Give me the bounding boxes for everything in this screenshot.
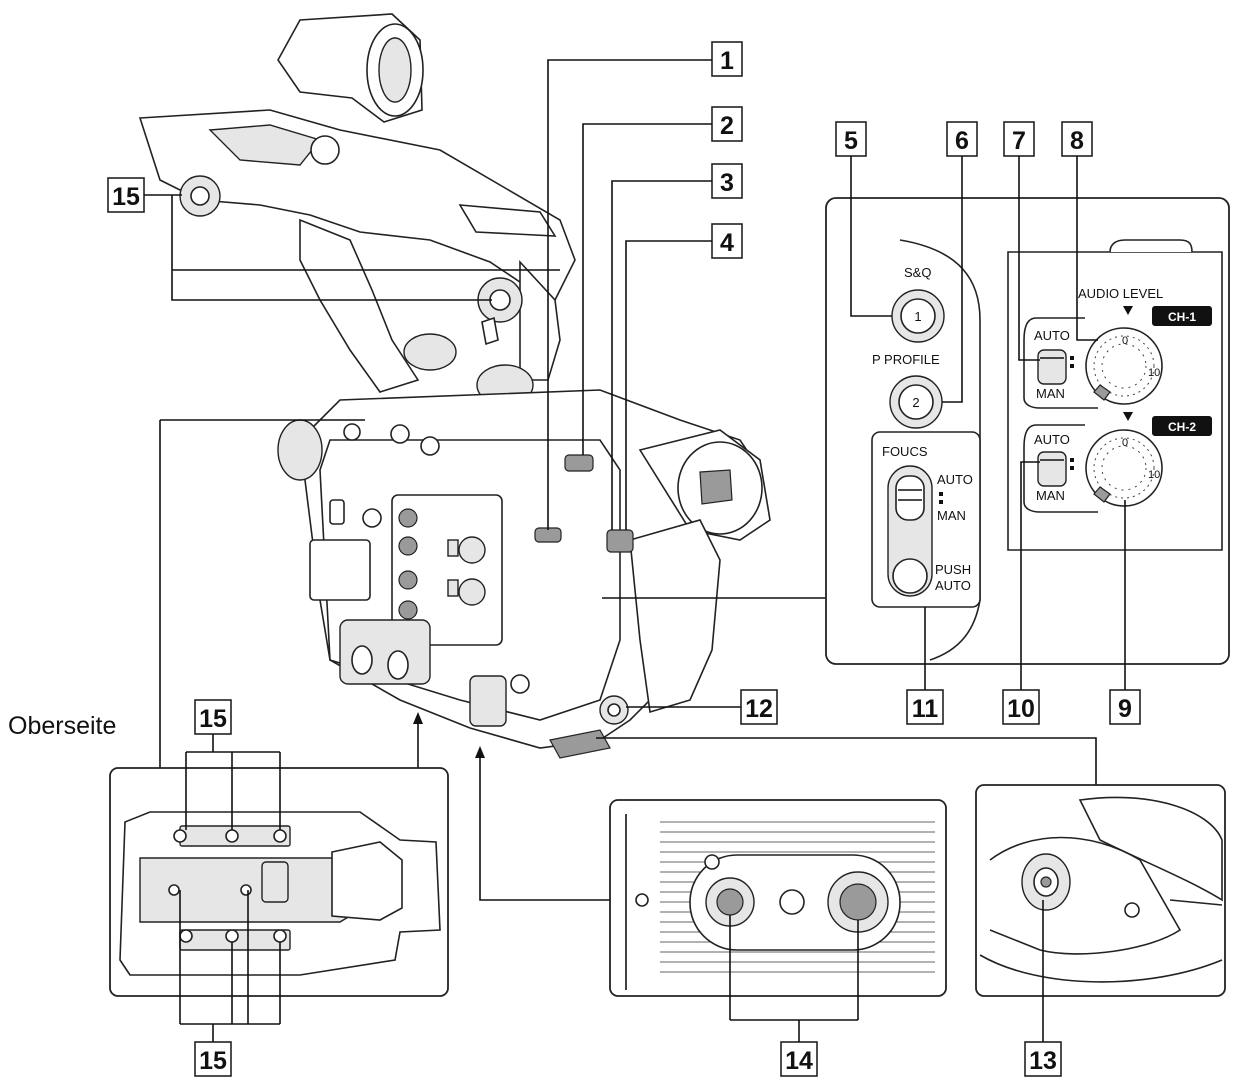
callout-5-label: 5	[844, 127, 858, 155]
ch1-dial-ten: 10	[1148, 367, 1160, 379]
arrow-oberseite	[413, 712, 423, 768]
callout-3-label: 3	[720, 169, 734, 197]
ch2-auto-label: AUTO	[1034, 432, 1070, 447]
callout-8: 8	[1061, 121, 1093, 157]
focus-push-label: PUSH	[935, 562, 971, 577]
callout-13: 13	[1024, 1041, 1062, 1077]
callout-1: 1	[711, 41, 743, 77]
ch1-man-label: MAN	[1036, 386, 1065, 401]
pprofile-button-number: 2	[912, 395, 919, 410]
ch2-dial-zero: 0	[1122, 437, 1128, 449]
connector-jack	[1021, 853, 1071, 911]
callout-7-label: 7	[1012, 127, 1026, 155]
callout-4: 4	[711, 223, 743, 259]
ch2-badge: CH-2	[1168, 420, 1196, 434]
ch2-dial-ten: 10	[1148, 469, 1160, 481]
callout-11: 11	[906, 689, 944, 725]
tripod-socket-large	[827, 871, 889, 933]
callout-9-label: 9	[1118, 695, 1132, 723]
bottom-tripod-inset	[609, 799, 947, 997]
focus-auto-label: AUTO	[937, 472, 973, 487]
oberseite-label: Oberseite	[8, 712, 116, 740]
focus-man-label: MAN	[937, 508, 966, 523]
pprofile-label: P PROFILE	[872, 352, 940, 367]
camcorder-body	[138, 13, 771, 759]
callout-6: 6	[946, 121, 978, 157]
callout-1-label: 1	[720, 47, 734, 75]
callout-7: 7	[1003, 121, 1035, 157]
oberseite-inset	[109, 767, 449, 997]
connector-inset	[975, 784, 1226, 997]
callout-4-label: 4	[720, 229, 734, 257]
callout-2: 2	[711, 106, 743, 142]
sq-button[interactable]: 1	[891, 289, 945, 343]
callout-14-label: 14	[785, 1047, 813, 1075]
callout-6-label: 6	[955, 127, 969, 155]
focus-switch[interactable]	[887, 465, 933, 597]
callout-5: 5	[835, 121, 867, 157]
callout-15-inset-top: 15	[194, 699, 232, 735]
callout-15-top: 15	[107, 177, 145, 213]
screw-hole-icon	[179, 929, 193, 943]
callout-15-inset-bottom: 15	[194, 1041, 232, 1077]
screw-hole-icon	[273, 829, 287, 843]
callout-12: 12	[740, 689, 778, 725]
callout-8-label: 8	[1070, 127, 1084, 155]
callout-15-top-label: 15	[112, 183, 140, 211]
callout-12-label: 12	[745, 695, 773, 723]
arrow-bottom	[475, 746, 610, 901]
ch2-auto-man-switch[interactable]	[1037, 451, 1067, 487]
callout-3: 3	[711, 163, 743, 199]
callout-2-label: 2	[720, 112, 734, 140]
ch1-dial-zero: 0	[1122, 335, 1128, 347]
callout-15-inset-bottom-label: 15	[199, 1047, 227, 1075]
screw-hole-icon	[225, 929, 239, 943]
ch1-audio-dial[interactable]	[1085, 327, 1163, 405]
focus-push-auto-label: AUTO	[935, 578, 971, 593]
sq-button-number: 1	[914, 309, 921, 324]
screw-hole-icon	[273, 929, 287, 943]
ch1-auto-label: AUTO	[1034, 328, 1070, 343]
control-panel-inset: S&Q 1 P PROFILE 2 FOUCS AUTO MAN PUSH AU…	[825, 197, 1230, 665]
sq-label: S&Q	[904, 265, 931, 280]
ch1-auto-man-switch[interactable]	[1037, 349, 1067, 385]
focus-label: FOUCS	[882, 444, 928, 459]
callout-9: 9	[1109, 689, 1141, 725]
screw-hole-icon	[225, 829, 239, 843]
ch2-man-label: MAN	[1036, 488, 1065, 503]
callout-11-label: 11	[912, 695, 939, 723]
pprofile-button[interactable]: 2	[889, 375, 943, 429]
screw-hole-icon	[173, 829, 187, 843]
callout-15-inset-top-label: 15	[199, 705, 227, 733]
ch2-audio-dial[interactable]	[1085, 429, 1163, 507]
callout-14: 14	[780, 1041, 818, 1077]
callout-10: 10	[1002, 689, 1040, 725]
callout-13-label: 13	[1029, 1047, 1057, 1075]
ch1-badge: CH-1	[1168, 310, 1196, 324]
audio-level-label: AUDIO LEVEL	[1078, 286, 1163, 301]
callout-10-label: 10	[1007, 695, 1035, 723]
